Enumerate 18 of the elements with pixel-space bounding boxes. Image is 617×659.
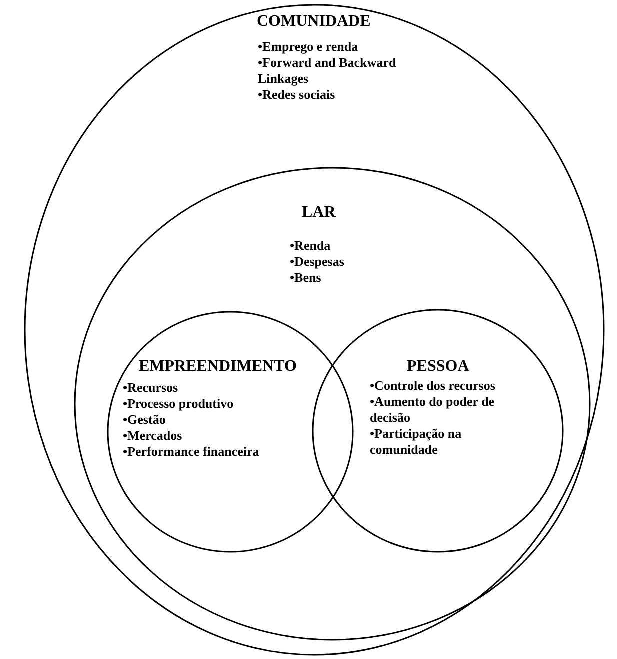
bullet-item: •Bens <box>290 270 322 286</box>
circle-heading: EMPREENDIMENTO <box>139 358 297 376</box>
bullet-item: •Recursos <box>123 380 180 396</box>
circle-heading: PESSOA <box>407 358 470 376</box>
bullet-item: •Emprego e renda <box>258 39 360 55</box>
bullet-item: •Forward and Backward Linkages <box>258 55 398 87</box>
bullet-item: •Renda <box>290 238 332 254</box>
bullet-item: •Performance financeira <box>123 444 260 460</box>
bullet-item: •Processo produtivo <box>123 396 235 412</box>
circle-heading: LAR <box>302 204 336 222</box>
bullet-item: •Despesas <box>290 254 346 270</box>
bullet-item: •Mercados <box>123 428 184 444</box>
bullet-item: •Aumento do poder de decisão <box>370 394 496 426</box>
bullet-item: •Redes sociais <box>258 87 336 103</box>
bullet-item: •Gestão <box>123 412 167 428</box>
bullet-item: •Controle dos recursos <box>370 378 496 394</box>
circle-heading: COMUNIDADE <box>257 13 371 31</box>
bullet-item: •Participação na comunidade <box>370 426 463 458</box>
